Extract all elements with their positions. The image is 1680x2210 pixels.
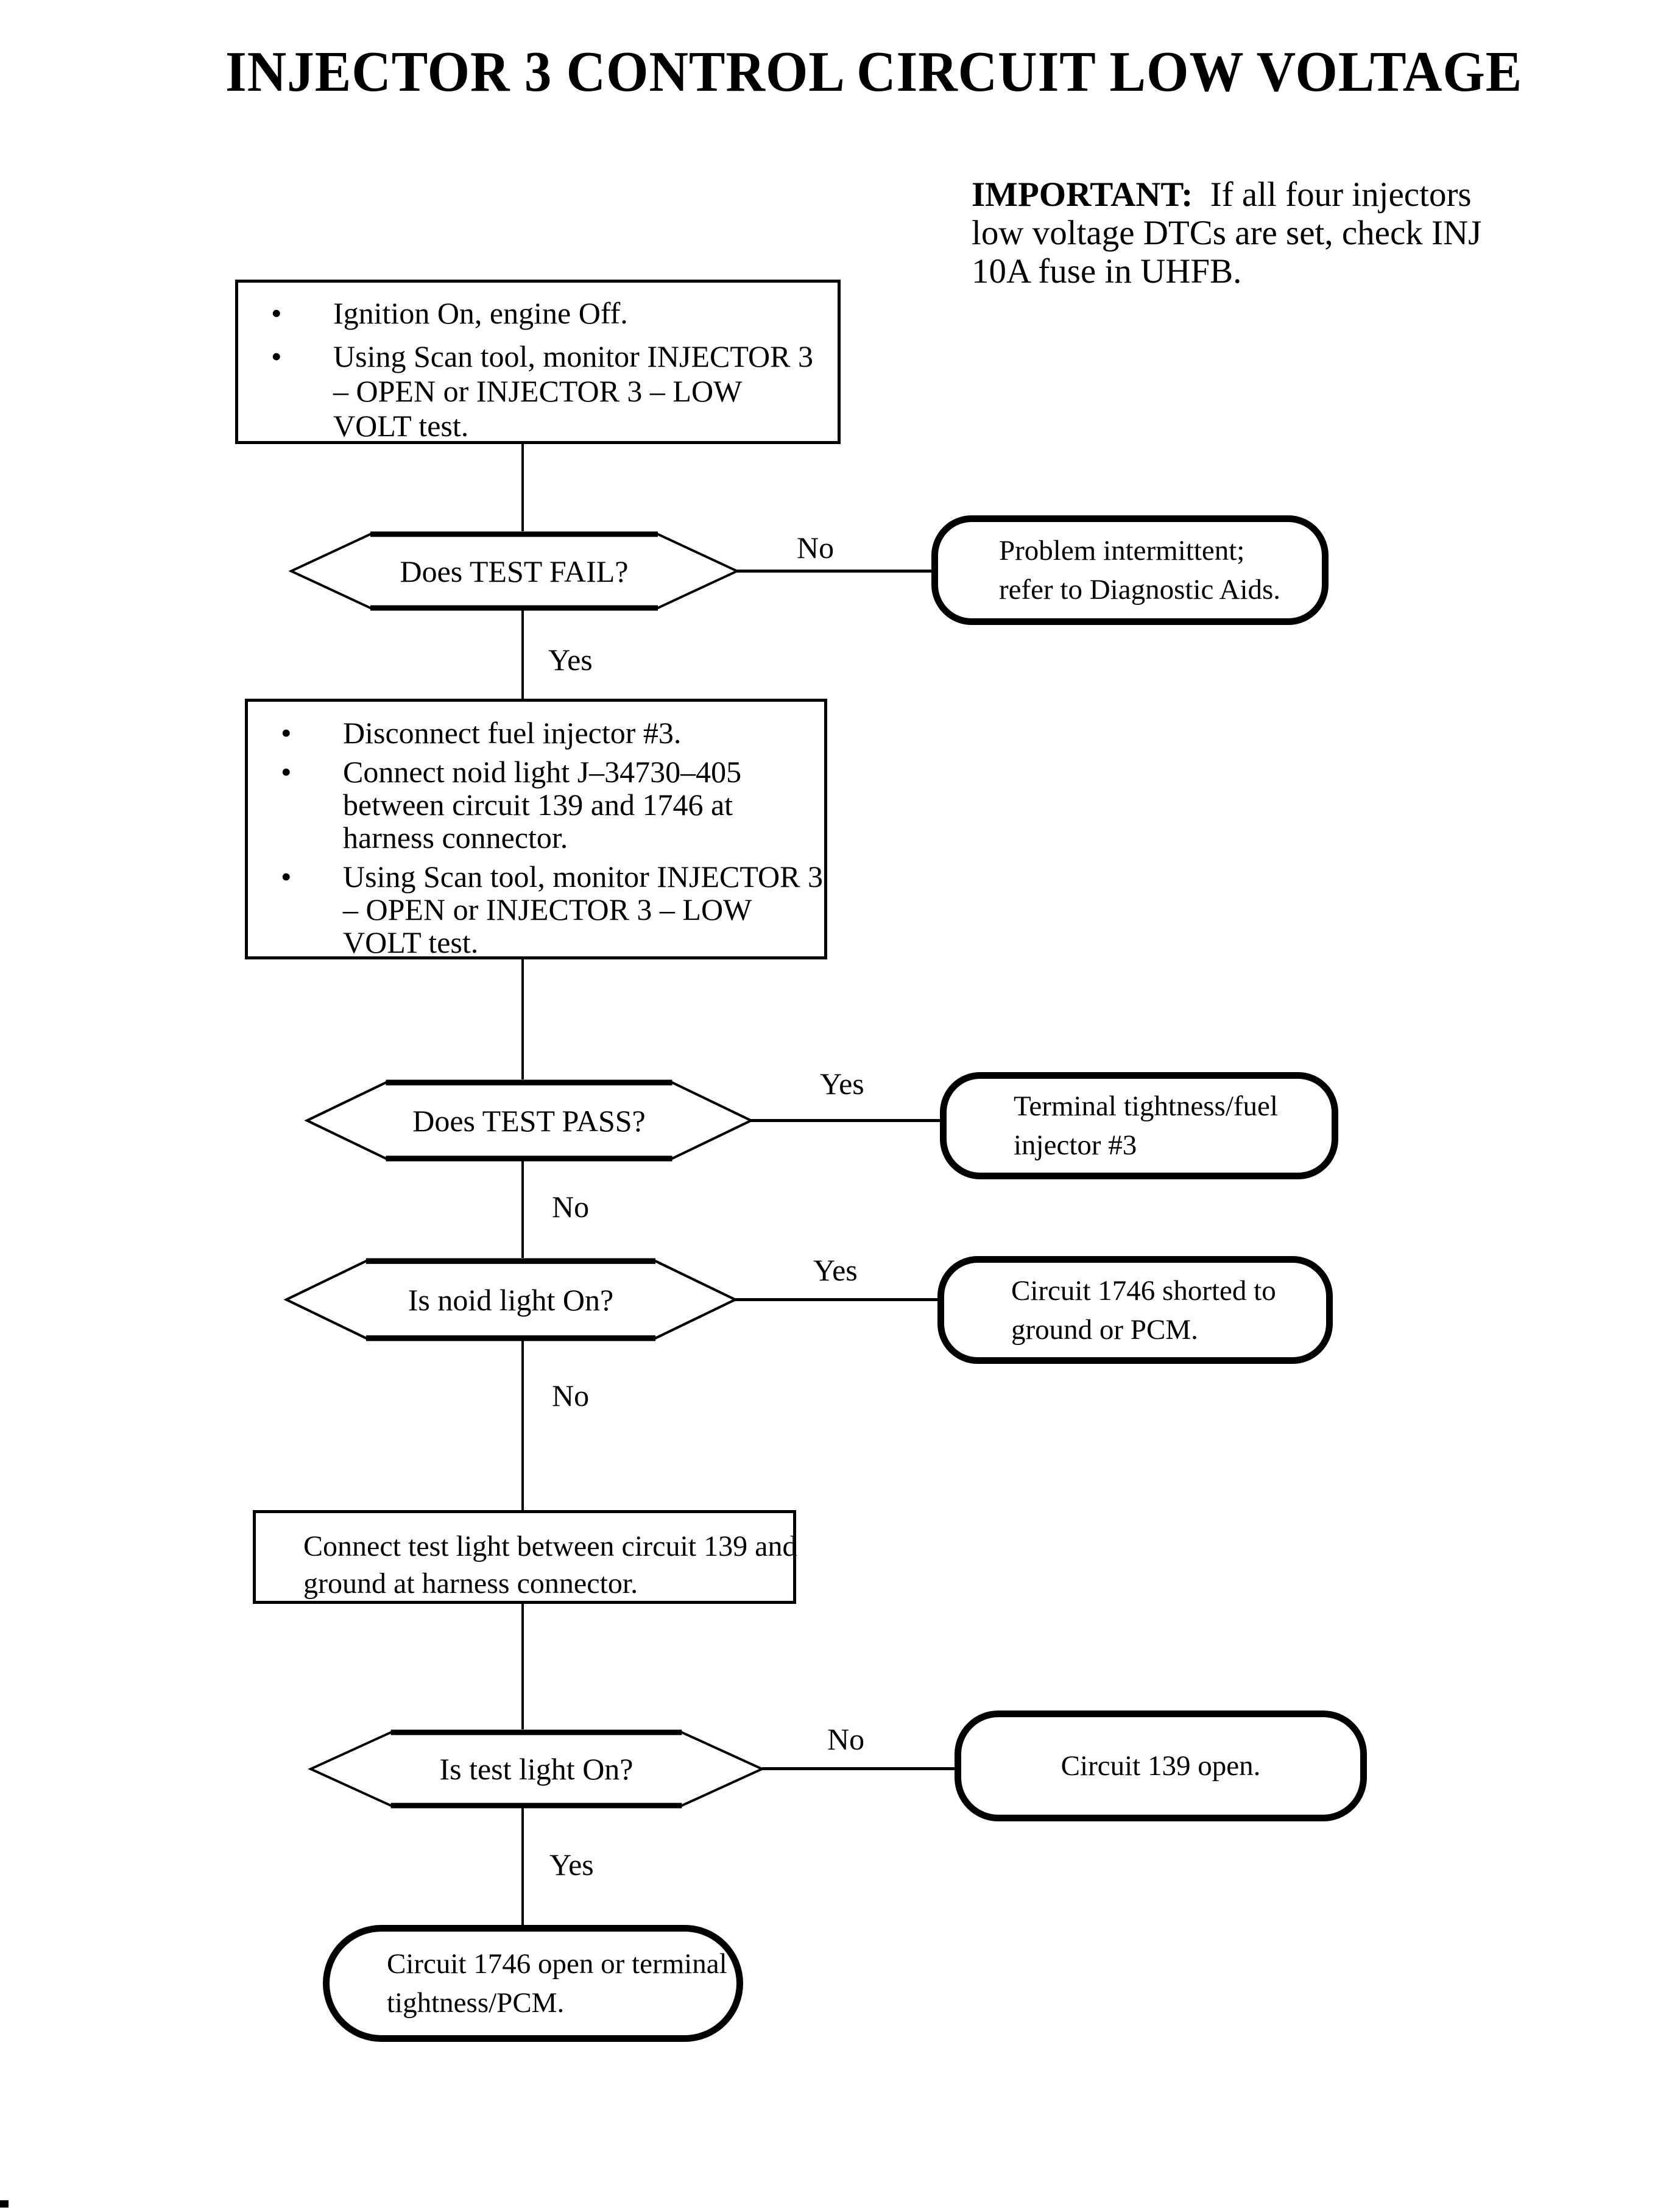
- important-text: If all four injectors low voltage DTCs a…: [972, 175, 1482, 291]
- bullet-icon: •: [271, 296, 282, 330]
- branch-line: [735, 1298, 941, 1301]
- process-text: Connect test light between circuit 139 a…: [303, 1530, 797, 1600]
- bullet-icon: •: [281, 860, 292, 894]
- list-item: • Connect noid light J–34730–405 between…: [248, 755, 824, 854]
- important-label: IMPORTANT:: [972, 175, 1193, 214]
- process-step-1: • Ignition On, engine Off. • Using Scan …: [235, 280, 841, 444]
- branch-label-no: No: [552, 1190, 590, 1224]
- decision-does-test-fail: Does TEST FAIL?: [289, 531, 739, 611]
- bullet-text: Disconnect fuel injector #3.: [343, 716, 682, 750]
- connector-line: [521, 958, 524, 1079]
- list-item: • Ignition On, engine Off.: [238, 296, 838, 331]
- bullet-text: Using Scan tool, monitor INJECTOR 3 – OP…: [333, 339, 813, 443]
- connector-line: [521, 1603, 524, 1729]
- terminal-text: Circuit 1746 shorted to ground or PCM.: [1011, 1274, 1276, 1346]
- terminal-text: Terminal tightness/fuel injector #3: [1014, 1090, 1278, 1161]
- branch-line: [751, 1119, 944, 1122]
- bullet-text: Using Scan tool, monitor INJECTOR 3 – OP…: [343, 860, 823, 959]
- decision-does-test-pass: Does TEST PASS?: [305, 1079, 754, 1162]
- connector-line: [521, 1807, 524, 1925]
- bullet-text: Ignition On, engine Off.: [333, 296, 628, 330]
- bullet-icon: •: [271, 339, 282, 373]
- branch-line: [737, 570, 935, 573]
- terminal-text: Problem intermittent; refer to Diagnosti…: [999, 535, 1281, 605]
- terminal-terminal-tightness: Terminal tightness/fuel injector #3: [940, 1072, 1338, 1179]
- decision-is-test-light-on: Is test light On?: [308, 1729, 764, 1809]
- hexagon-outline: [289, 531, 739, 611]
- connector-line: [521, 1340, 524, 1510]
- bullet-icon: •: [281, 755, 292, 789]
- bullet-text: Connect noid light J–34730–405 between c…: [343, 755, 742, 855]
- branch-label-no: No: [797, 531, 835, 565]
- branch-line: [762, 1767, 958, 1770]
- branch-label-no: No: [552, 1379, 590, 1413]
- bullet-list: • Ignition On, engine Off. • Using Scan …: [238, 296, 838, 443]
- terminal-text: Circuit 1746 open or terminal tightness/…: [387, 1948, 727, 2019]
- connector-line: [521, 1160, 524, 1258]
- page-title: INJECTOR 3 CONTROL CIRCUIT LOW VOLTAGE: [225, 40, 1523, 104]
- branch-label-yes: Yes: [548, 643, 593, 677]
- terminal-text: Circuit 139 open.: [1061, 1750, 1261, 1782]
- branch-label-no: No: [827, 1722, 865, 1756]
- terminal-circuit-139-open: Circuit 139 open.: [955, 1710, 1367, 1821]
- process-step-3: Connect test light between circuit 139 a…: [253, 1510, 797, 1604]
- connector-line: [521, 443, 524, 531]
- hexagon-outline: [284, 1258, 738, 1341]
- hexagon-outline: [305, 1079, 754, 1162]
- decision-question: Is test light On?: [439, 1752, 634, 1786]
- decision-question: Is noid light On?: [408, 1282, 614, 1317]
- terminal-problem-intermittent: Problem intermittent; refer to Diagnosti…: [931, 515, 1329, 625]
- decision-is-noid-light-on: Is noid light On?: [284, 1258, 738, 1341]
- branch-label-yes: Yes: [549, 1848, 594, 1882]
- decision-question: Does TEST PASS?: [412, 1103, 646, 1138]
- decision-question: Does TEST FAIL?: [400, 554, 629, 588]
- bullet-icon: •: [281, 716, 292, 750]
- bullet-list: • Disconnect fuel injector #3. • Connect…: [248, 716, 824, 959]
- connector-line: [521, 610, 524, 699]
- process-step-2: • Disconnect fuel injector #3. • Connect…: [245, 699, 827, 959]
- list-item: • Disconnect fuel injector #3.: [248, 716, 824, 749]
- terminal-circuit-1746-open: Circuit 1746 open or terminal tightness/…: [323, 1925, 743, 2042]
- terminal-circuit-1746-shorted: Circuit 1746 shorted to ground or PCM.: [937, 1256, 1333, 1364]
- scan-artifact-speck: [0, 2200, 9, 2208]
- branch-label-yes: Yes: [813, 1253, 858, 1287]
- list-item: • Using Scan tool, monitor INJECTOR 3 – …: [238, 339, 838, 443]
- list-item: • Using Scan tool, monitor INJECTOR 3 – …: [248, 860, 824, 959]
- important-note: IMPORTANT: If all four injectors low vol…: [972, 175, 1569, 291]
- hexagon-outline: [308, 1729, 764, 1809]
- branch-label-yes: Yes: [820, 1067, 864, 1101]
